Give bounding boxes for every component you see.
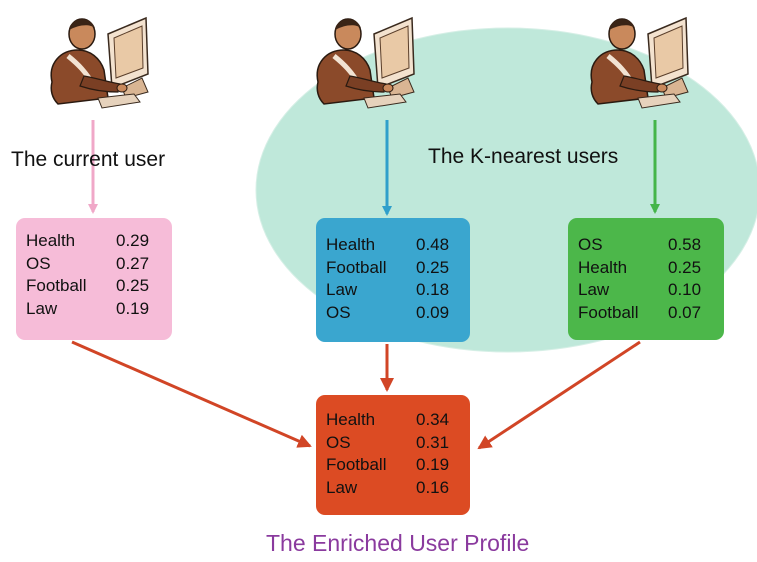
- current-user-label: The current user: [11, 148, 166, 171]
- topic-label: OS: [26, 253, 51, 273]
- topic-label: Health: [326, 235, 376, 255]
- profile-row: Football 0.25: [326, 257, 470, 280]
- current-user-icon: [51, 18, 148, 108]
- topic-label: Law: [578, 280, 610, 300]
- topic-label: Football: [26, 276, 87, 296]
- topic-label: OS: [578, 235, 603, 255]
- topic-label: Law: [26, 298, 58, 318]
- topic-score: 0.29: [116, 231, 150, 251]
- topic-label: Football: [326, 257, 387, 277]
- profile-row: Health 0.29: [26, 230, 172, 253]
- topic-score: 0.58: [668, 235, 702, 255]
- topic-label: Law: [326, 280, 358, 300]
- profile-row: OS 0.31: [326, 432, 470, 455]
- topic-score: 0.31: [416, 432, 450, 452]
- topic-score: 0.10: [668, 280, 702, 300]
- topic-label: Football: [326, 455, 387, 475]
- k-nearest-label: The K-nearest users: [428, 145, 619, 168]
- enriched-profile-title: The Enriched User Profile: [266, 530, 530, 556]
- arrow-current-to-enriched: [71, 340, 312, 448]
- topic-score: 0.25: [116, 276, 150, 296]
- profile-row: Law 0.18: [326, 279, 470, 302]
- profile-row: Football 0.25: [26, 275, 172, 298]
- knn-user-2-icon: [591, 18, 688, 108]
- topic-score: 0.16: [416, 477, 450, 497]
- topic-score: 0.19: [116, 298, 150, 318]
- topic-label: Health: [578, 257, 628, 277]
- arrow-knn2-to-enriched: [477, 340, 641, 450]
- profile-row: OS 0.58: [578, 234, 724, 257]
- profile-row: Health 0.25: [578, 257, 724, 280]
- topic-score: 0.25: [416, 257, 450, 277]
- knn-user-1-icon: [317, 18, 414, 108]
- topic-label: Football: [578, 302, 639, 322]
- topic-score: 0.27: [116, 253, 150, 273]
- profile-row: Health 0.34: [326, 409, 470, 432]
- profile-row: Football 0.19: [326, 454, 470, 477]
- topic-label: Law: [326, 477, 358, 497]
- topic-score: 0.34: [416, 410, 450, 430]
- topic-label: OS: [326, 432, 351, 452]
- topic-label: Health: [26, 231, 76, 251]
- profile-row: Football 0.07: [578, 302, 724, 325]
- topic-score: 0.48: [416, 235, 450, 255]
- profile-row: Law 0.19: [26, 298, 172, 321]
- topic-score: 0.09: [416, 302, 450, 322]
- profile-row: OS 0.09: [326, 302, 470, 325]
- topic-score: 0.19: [416, 455, 450, 475]
- profile-row: Law 0.16: [326, 477, 470, 500]
- topic-label: Health: [326, 410, 376, 430]
- profile-row: Law 0.10: [578, 279, 724, 302]
- topic-score: 0.07: [668, 302, 702, 322]
- topic-label: OS: [326, 302, 351, 322]
- profile-row: Health 0.48: [326, 234, 470, 257]
- profile-row: OS 0.27: [26, 253, 172, 276]
- topic-score: 0.18: [416, 280, 450, 300]
- topic-score: 0.25: [668, 257, 702, 277]
